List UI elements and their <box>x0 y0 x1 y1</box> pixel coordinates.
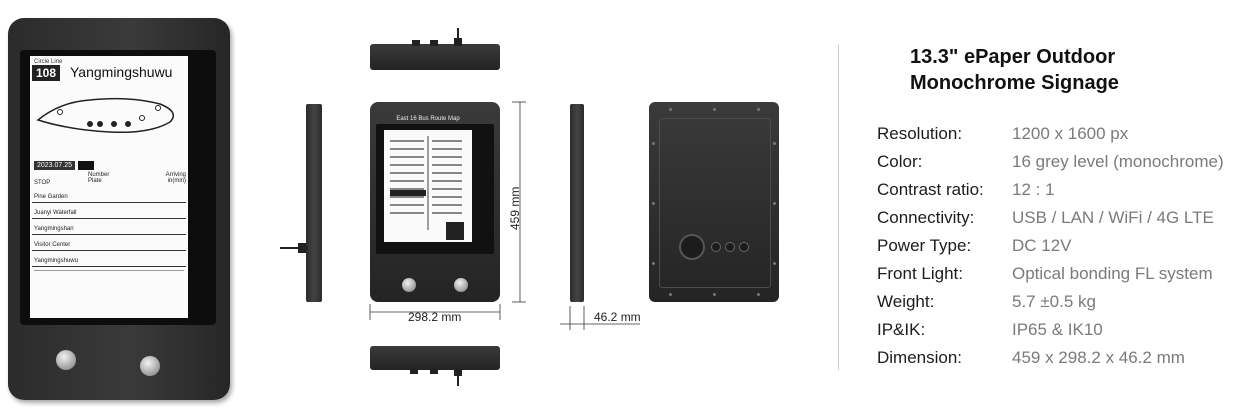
front-screen-header: East 16 Bus Route Map <box>396 116 460 122</box>
spec-value: USB / LAN / WiFi / 4G LTE <box>1012 208 1214 227</box>
spec-label: Dimension: <box>877 348 963 367</box>
spec-label: Weight: <box>877 292 935 311</box>
spec-label: IP&IK: <box>877 320 926 339</box>
depth-dimension-label: 46.2 mm <box>594 310 641 324</box>
back-view-panel <box>659 118 771 288</box>
spec-value: Optical bonding FL system <box>1012 264 1213 283</box>
spec-label: Resolution: <box>877 124 963 143</box>
back-port <box>739 242 749 252</box>
back-power-connector <box>679 234 705 260</box>
spec-label: Connectivity: <box>877 208 975 227</box>
screen-stop-name: Yangmingshuwu <box>70 64 173 80</box>
separator-line <box>838 44 839 370</box>
spec-value: 5.7 ±0.5 kg <box>1012 292 1096 311</box>
screen-col-number-plate: Number Plate <box>88 172 110 184</box>
dimension-lines <box>369 101 640 330</box>
screen-stop-row: Visitor Center <box>32 236 186 251</box>
right-side-view-drawing <box>570 104 584 302</box>
product-title: 13.3" ePaper Outdoor Monochrome Signage <box>910 44 1119 96</box>
spec-label: Power Type: <box>877 236 972 255</box>
bottom-view-drawing <box>370 346 500 370</box>
spec-value: DC 12V <box>1012 236 1072 255</box>
front-right-button <box>454 278 468 292</box>
screen-col-arriving: Arriving in(min) <box>165 172 186 184</box>
spec-value: 12 : 1 <box>1012 180 1055 199</box>
spec-value: 459 x 298.2 x 46.2 mm <box>1012 348 1185 367</box>
width-dimension-label: 298.2 mm <box>408 310 462 324</box>
screen-col-stop: STOP <box>34 180 51 186</box>
top-view-connectors <box>412 28 462 46</box>
screen-stop-row: Yangmingshuwu <box>32 252 186 267</box>
left-side-view-drawing <box>306 104 322 302</box>
left-side-cable <box>280 243 308 253</box>
screen-stop-row: Yangmingshan <box>32 220 186 235</box>
screen-circle-label: Circle Line <box>34 59 63 65</box>
screen-footer <box>34 270 184 279</box>
screen-stop-row: Juanyi Waterfall <box>32 204 186 219</box>
spec-value: IP65 & IK10 <box>1012 320 1103 339</box>
product-title-line2: Monochrome Signage <box>910 72 1119 94</box>
screen-route-map <box>36 97 175 134</box>
screen-route-number: 108 <box>32 65 61 81</box>
bottom-view-connectors <box>410 368 462 386</box>
top-view-drawing <box>370 44 500 70</box>
spec-label: Contrast ratio: <box>877 180 984 199</box>
device-screen: Circle Line 108 Yangmingshuwu 2023.07.25… <box>30 56 188 318</box>
screen-date: 2023.07.25 <box>34 161 76 170</box>
back-view-drawing <box>649 102 779 302</box>
signage-device-photo: Circle Line 108 Yangmingshuwu 2023.07.25… <box>8 18 230 400</box>
screen-stop-row: Pine Garden <box>32 188 186 203</box>
spec-value: 16 grey level (monochrome) <box>1012 152 1224 171</box>
spec-label: Color: <box>877 152 923 171</box>
back-port <box>711 242 721 252</box>
back-port <box>725 242 735 252</box>
front-view-drawing: East 16 Bus Route Map <box>370 102 500 302</box>
device-left-button <box>56 350 76 370</box>
product-title-line1: 13.3" ePaper Outdoor <box>910 46 1116 68</box>
spec-label: Front Light: <box>877 264 963 283</box>
spec-value: 1200 x 1600 px <box>1012 124 1129 143</box>
screen-date-block <box>78 161 94 170</box>
height-dimension-label: 459 mm <box>508 186 522 230</box>
front-view-screen: East 16 Bus Route Map <box>384 116 472 242</box>
front-screen-route-list <box>390 136 464 240</box>
front-left-button <box>402 278 416 292</box>
device-right-button <box>140 356 160 376</box>
